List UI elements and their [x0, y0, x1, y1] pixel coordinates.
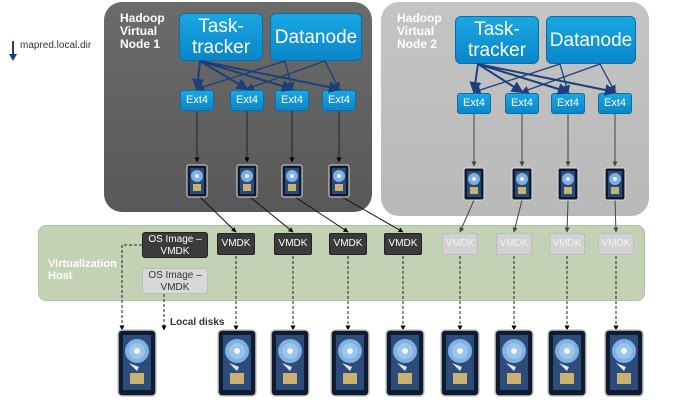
node-title: Hadoop Virtual Node 1	[120, 11, 165, 51]
tasktracker-arrow-node2	[469, 63, 482, 94]
tasktracker-box-node2: Task- tracker	[455, 16, 539, 64]
ext4-node1-3: Ext4	[275, 90, 309, 111]
virtual-disk-icon	[604, 167, 626, 201]
local-disk-icon	[117, 329, 157, 397]
local-disk-icon	[547, 329, 587, 397]
vdisk-to-vmdk-line	[199, 196, 237, 233]
tasktracker-arrow-node1	[192, 60, 205, 91]
virtual-disk-icon	[328, 164, 350, 198]
node-title: Hadoop Virtual Node 2	[397, 11, 442, 51]
datanode-arrow-node1	[245, 60, 326, 91]
vmdk-node2-1: VMDK	[442, 233, 478, 255]
host-label: Virtualization Host	[48, 258, 117, 282]
ext4-node1-2: Ext4	[230, 90, 264, 111]
vmdk-node1-4: VMDK	[384, 233, 422, 255]
vdisk-to-vmdk-line	[459, 199, 475, 233]
datanode-box-node1: Datanode	[270, 13, 362, 61]
ext4-node1-4: Ext4	[322, 90, 356, 111]
tasktracker-arrow-node1	[199, 60, 249, 91]
vmdk-node1-2: VMDK	[274, 233, 312, 255]
vdisk-to-vmdk-line	[341, 196, 404, 233]
ext4-node2-4: Ext4	[598, 93, 632, 114]
local-disk-icon	[385, 329, 425, 397]
virtual-disk-icon	[281, 164, 303, 198]
datanode-arrow-node2	[472, 63, 561, 94]
vdisk-to-vmdk-line	[564, 199, 570, 233]
datanode-box-node2: Datanode	[546, 16, 636, 64]
tasktracker-arrow-node2	[477, 63, 524, 94]
datanode-arrow-node1	[284, 60, 295, 91]
datanode-arrow-node2	[520, 63, 601, 94]
virtual-disk-icon	[463, 167, 485, 201]
mapred-arrow-icon	[9, 41, 17, 61]
local-disk-icon	[270, 329, 310, 397]
datanode-arrow-node2	[559, 63, 570, 94]
local-disk-icon	[217, 329, 257, 397]
virtual-disk-icon	[557, 167, 579, 201]
ext4-node2-3: Ext4	[551, 93, 585, 114]
virtual-disk-icon	[511, 167, 533, 201]
vmdk-node2-2: VMDK	[496, 233, 532, 255]
tasktracker-arrow-node2	[477, 63, 570, 95]
datanode-arrow-node1	[324, 60, 340, 91]
vdisk-to-vmdk-line	[613, 199, 619, 233]
tasktracker-arrow-node1	[199, 60, 294, 92]
vmdk-node1-3: VMDK	[329, 233, 367, 255]
ext4-node2-1: Ext4	[457, 93, 491, 114]
legend-label: mapred.local.dir	[20, 40, 92, 51]
tasktracker-box-node1: Task- tracker	[179, 13, 263, 61]
vmdk-node2-4: VMDK	[598, 233, 634, 255]
vdisk-to-vmdk-line	[294, 196, 349, 233]
tasktracker-arrow-node2	[477, 63, 617, 96]
vmdk-node1-1: VMDK	[217, 233, 255, 255]
virtual-disk-icon	[236, 164, 258, 198]
vmdk-node2-3: VMDK	[549, 233, 585, 255]
ext4-node2-2: Ext4	[505, 93, 539, 114]
vdisk-to-vmdk-line	[249, 196, 294, 233]
datanode-arrow-node1	[195, 60, 286, 91]
local-disks-label: Local disks	[170, 317, 225, 328]
tasktracker-arrow-node1	[199, 60, 341, 93]
os-image-1-to-disk-line	[119, 244, 142, 331]
vdisk-to-vmdk-line	[512, 199, 523, 233]
local-disk-icon	[330, 329, 370, 397]
os-image-vmdk-1: OS Image – VMDK	[142, 232, 208, 258]
local-disk-icon	[494, 329, 534, 397]
os-image-vmdk-2: OS Image – VMDK	[142, 268, 208, 294]
virtual-disk-icon	[186, 164, 208, 198]
local-disk-icon	[440, 329, 480, 397]
datanode-arrow-node2	[599, 63, 616, 94]
local-disk-icon	[604, 329, 644, 397]
